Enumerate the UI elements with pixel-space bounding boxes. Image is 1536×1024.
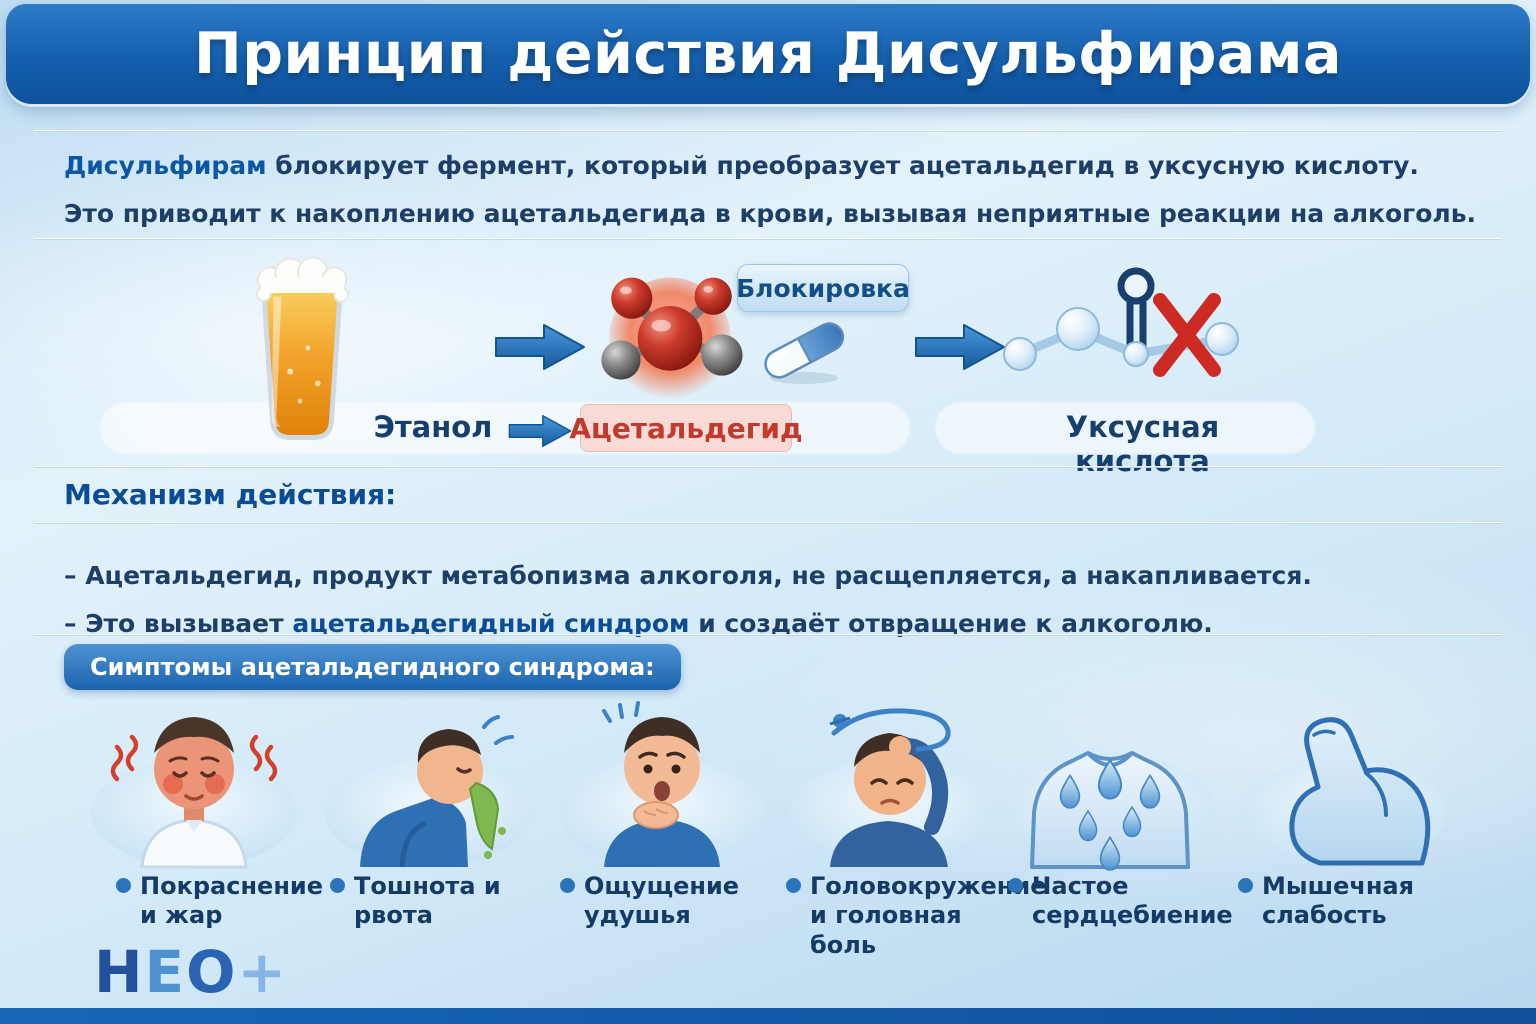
capsule-icon bbox=[764, 322, 845, 384]
blocked-x-icon bbox=[1153, 293, 1221, 377]
acetaldehyde-molecule-icon bbox=[601, 277, 743, 400]
choking-icon bbox=[559, 701, 765, 867]
logo-letter: + bbox=[237, 938, 289, 1006]
symptom-label-text: Покраснение и жар bbox=[140, 872, 323, 930]
arrow-right-small-icon bbox=[508, 414, 572, 448]
bullet-dot-icon bbox=[330, 878, 345, 893]
intro-line-1-text: блокирует фермент, который преобразует а… bbox=[266, 151, 1419, 180]
symptom-label-text: Ощущение удушья bbox=[584, 872, 740, 930]
mechanism-heading: Механизм действия: bbox=[64, 478, 397, 511]
acetaldehyde-label-text: Ацетальдегид bbox=[569, 411, 803, 445]
bullet-dot-icon bbox=[560, 878, 575, 893]
blocking-label: Блокировка bbox=[736, 264, 910, 312]
acetaldehyde-label: Ацетальдегид bbox=[569, 404, 803, 452]
symptom-label: Ощущение удушья bbox=[560, 872, 802, 931]
symptom-label: Мышечная слабость bbox=[1238, 872, 1442, 931]
intro-line-1: Дисульфирам блокирует фермент, который п… bbox=[64, 150, 1480, 183]
mechanism-bullet-2-bold: ацетальдегидный синдром bbox=[292, 609, 690, 638]
symptoms-heading-banner: Симптомы ацетальдегидного синдрома: bbox=[64, 644, 681, 690]
symptom-figure bbox=[782, 690, 1002, 872]
bullet-dot-icon bbox=[786, 878, 801, 893]
bullet-dot-icon bbox=[116, 878, 131, 893]
sweating-icon bbox=[1005, 751, 1215, 871]
symptom-label-text: Частое сердцебиение bbox=[1032, 872, 1233, 930]
symptom-label-text: Головокружение и головная боль bbox=[810, 872, 1047, 959]
flushing-icon bbox=[91, 717, 297, 869]
symptom-label-text: Мышечная слабость bbox=[1262, 872, 1415, 930]
blocking-label-text: Блокировка bbox=[736, 273, 910, 303]
symptom-label-text: Тошнота и рвота bbox=[354, 872, 501, 930]
symptom-label: Тошнота и рвота bbox=[330, 872, 569, 931]
section-divider bbox=[34, 522, 1502, 524]
logo-letter: Е bbox=[144, 938, 187, 1006]
acetic-acid-label: Уксусная кислота bbox=[1065, 410, 1220, 478]
intro-drug-name: Дисульфирам bbox=[64, 151, 267, 180]
acetic-acid-molecule-icon bbox=[1003, 267, 1239, 377]
logo-letter: Н bbox=[94, 938, 145, 1006]
water-highlight bbox=[935, 402, 1315, 454]
arrow-right-icon bbox=[495, 324, 585, 370]
bullet-dot-icon bbox=[1238, 878, 1253, 893]
vomiting-icon bbox=[325, 715, 531, 868]
symptom-label: Покраснение и жар bbox=[116, 872, 323, 931]
section-divider bbox=[34, 130, 1502, 132]
ethanol-label: Этанол bbox=[373, 410, 493, 444]
symptom-label: Головокружение и головная боль bbox=[786, 872, 1047, 960]
symptom-figure bbox=[1234, 690, 1454, 872]
mechanism-bullet-2-prefix: – Это вызывает bbox=[64, 609, 293, 638]
mechanism-bullet-1: – Ацетальдегид, продукт метабопизма алко… bbox=[64, 561, 1312, 590]
page-title: Принцип действия Дисульфирама bbox=[194, 21, 1342, 87]
symptom-figure bbox=[552, 690, 772, 872]
dizziness-icon bbox=[789, 708, 995, 867]
section-divider bbox=[34, 238, 1502, 240]
intro-line-2: Это приводит к накоплению ацетальдегида … bbox=[64, 199, 1476, 228]
symptom-figure bbox=[318, 690, 538, 872]
footer-bar bbox=[0, 1008, 1536, 1024]
section-divider bbox=[34, 634, 1502, 636]
symptom-label: Частое сердцебиение bbox=[1008, 872, 1233, 931]
symptom-figure bbox=[84, 690, 304, 872]
neo-plus-logo: НЕО+ bbox=[94, 938, 288, 1006]
header-banner: Принцип действия Дисульфирама bbox=[6, 4, 1530, 104]
weakness-icon bbox=[1241, 717, 1447, 867]
mechanism-bullet-2: – Это вызывает ацетальдегидный синдром и… bbox=[64, 609, 1480, 638]
mechanism-bullet-2-suffix: и создаёт отвращение к алкоголю. bbox=[689, 609, 1213, 638]
symptoms-heading-text: Симптомы ацетальдегидного синдрома: bbox=[90, 653, 655, 681]
section-divider bbox=[34, 466, 1502, 468]
beer-glass-icon bbox=[255, 256, 350, 440]
symptom-figure bbox=[1000, 690, 1220, 872]
logo-letter: О bbox=[186, 938, 238, 1006]
bullet-dot-icon bbox=[1008, 878, 1023, 893]
